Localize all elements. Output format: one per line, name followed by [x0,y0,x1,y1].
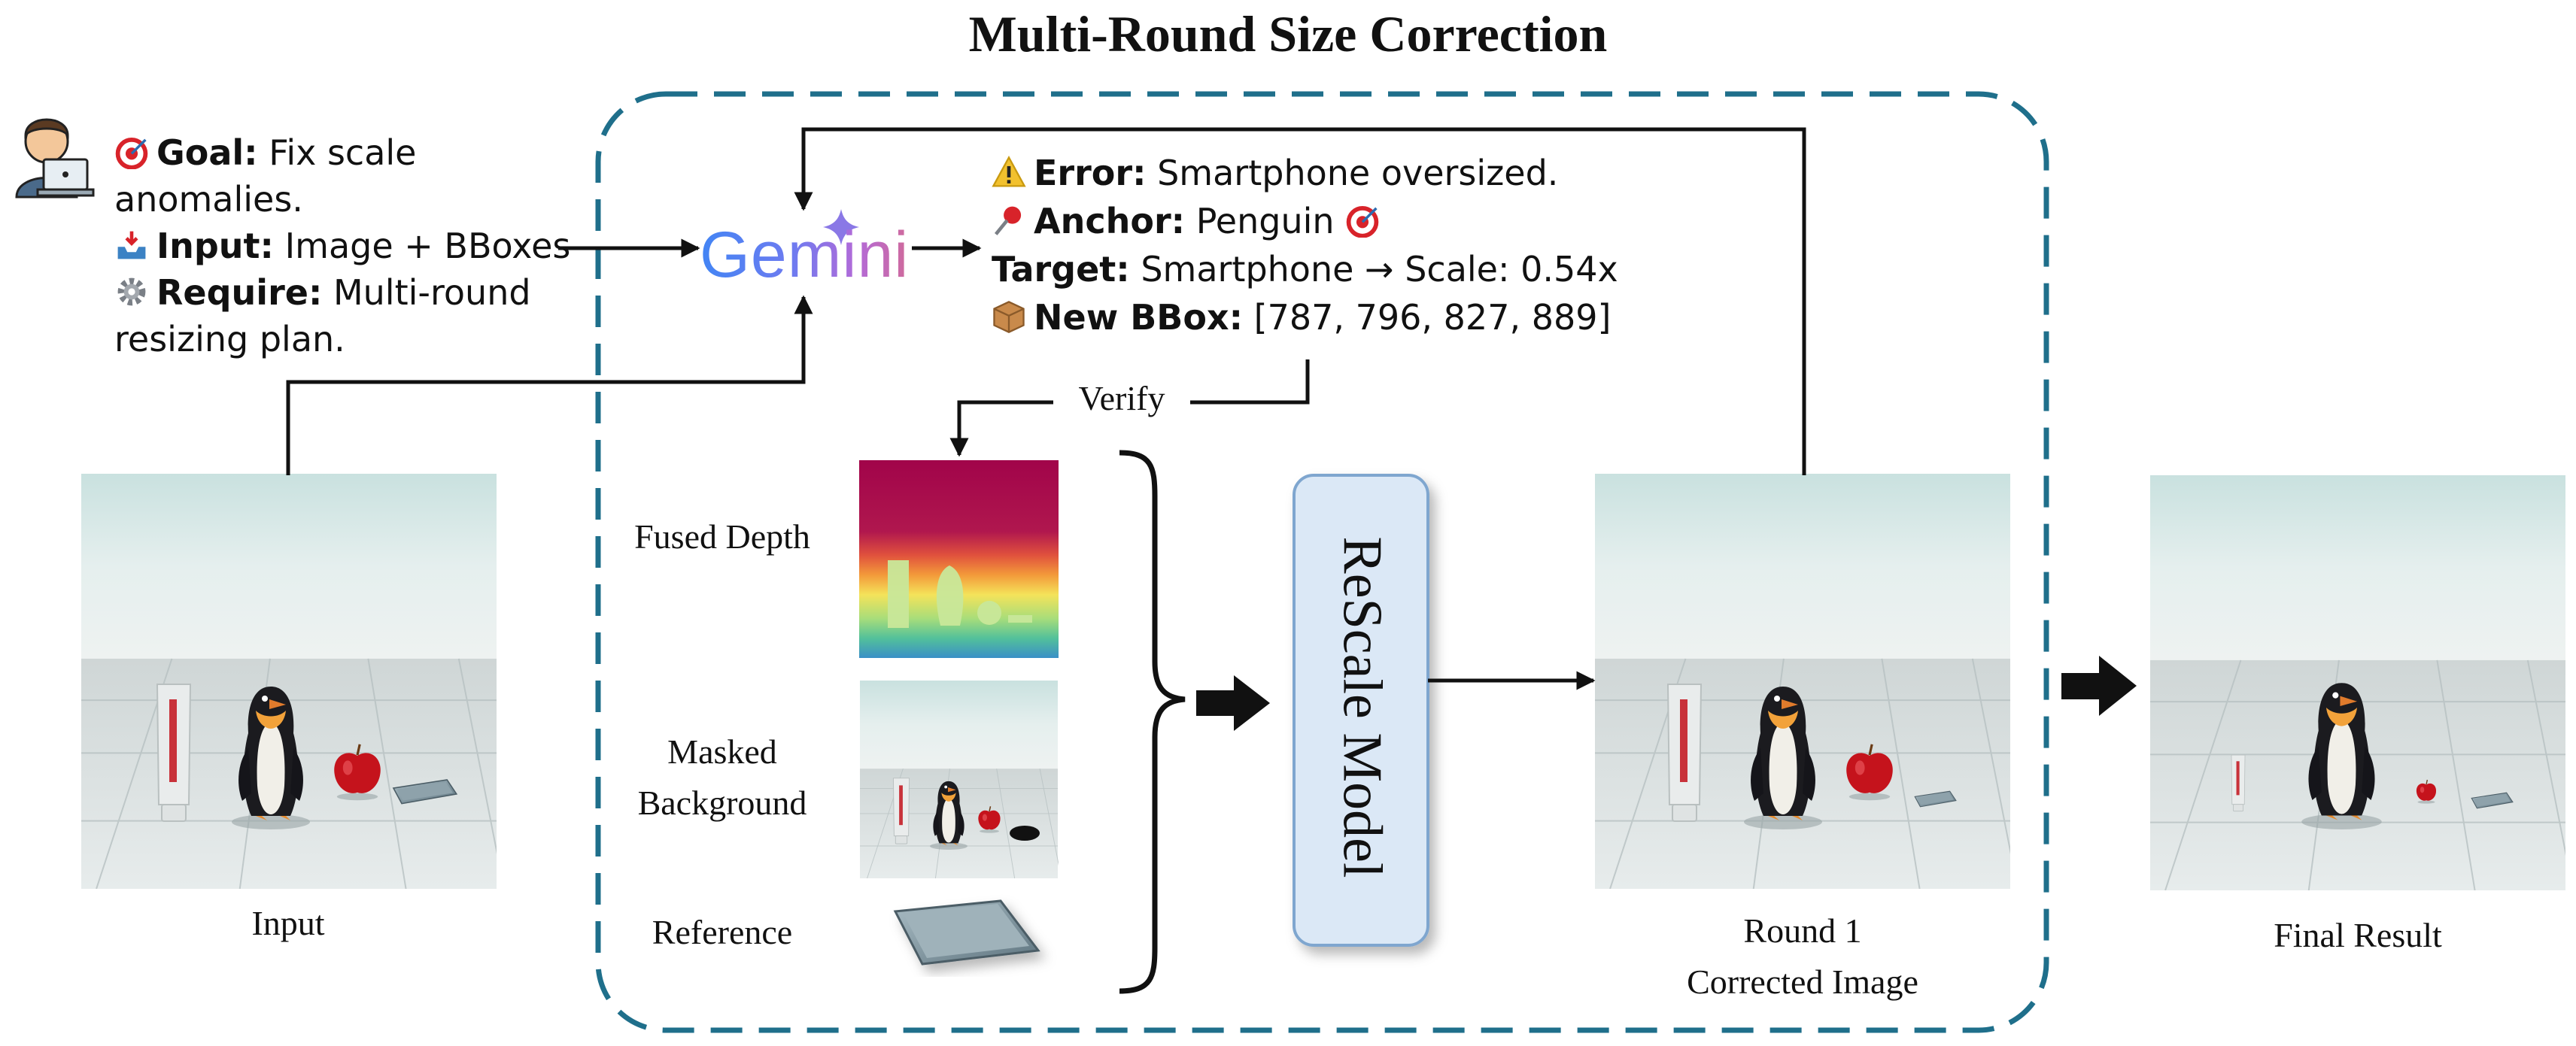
error-text: Smartphone oversized. [1157,153,1559,193]
masked-background-label: Masked Background [637,732,807,822]
reference-label: Reference [652,913,793,951]
reference-phone-thumbnail [893,899,1040,966]
target-label: Target: [992,249,1130,290]
require-label: Require: [156,272,323,313]
bbox-line: New BBox: [787, 796, 827, 889] [992,293,1669,341]
goal-text: Fix scale anomalies. [114,132,417,220]
bold-arrow-to-model [1196,675,1270,731]
round1-caption-line2: Corrected Image [1687,963,1918,1001]
input-label: Input: [156,226,274,266]
goal-label: Goal: [156,132,258,173]
arrow-verify-to-depth [1190,359,1310,405]
verify-label: Verify [1078,379,1165,417]
bbox-text: [787, 796, 827, 889] [1253,297,1612,338]
inbox-tray-icon [117,231,146,259]
target-icon [1346,206,1379,238]
error-label: Error: [1034,153,1147,193]
input-caption: Input [251,904,325,942]
fused-depth-label: Fused Depth [634,517,810,556]
input-text: Image + BBoxes [284,226,571,266]
error-line: Error: Smartphone oversized. [992,149,1669,197]
bbox-label: New BBox: [1034,297,1243,338]
target-icon [115,138,148,169]
masked-background-thumbnail [859,681,1059,878]
require-text: Multi-round resizing plan. [114,272,531,359]
final-result-image [2150,475,2565,890]
user-laptop-icon [15,118,95,199]
pushpin-icon [994,206,1022,235]
bold-arrow-to-final [2061,656,2137,716]
rescale-model-label: ReScale Model [1331,535,1393,878]
package-icon [993,301,1025,333]
require-line: Require: Multi-round resizing plan. [114,269,581,362]
anchor-label: Anchor: [1034,201,1186,241]
diagram-title: Multi-Round Size Correction [968,5,1608,62]
target-text: Smartphone → Scale: 0.54x [1141,249,1618,290]
goal-line: Goal: Fix scale anomalies. [114,129,581,223]
fused-depth-thumbnail [859,460,1059,658]
condition-brace [1119,450,1186,994]
input-image [81,474,497,889]
arrow-feedback-to-gemini [794,127,1806,475]
gemini-output-block: Error: Smartphone oversized. Anchor: Pen… [992,149,1669,341]
rescale-model-box [1293,474,1429,947]
round1-caption-line1: Round 1 [1743,911,1862,950]
anchor-text: Penguin [1195,201,1335,241]
round1-corrected-image [1595,474,2010,889]
prompt-block: Goal: Fix scale anomalies. Input: Image … [114,129,581,362]
sparkle-icon [823,209,859,245]
multi-round-dashed-box [595,91,2049,1033]
gemini-logo: Gemini [700,219,910,291]
rescale-model-label-wrap: ReScale Model [1294,481,1429,932]
arrow-input-to-gemini [286,295,813,475]
arrow-verify-left [949,400,1053,457]
anchor-line: Anchor: Penguin [992,197,1669,245]
gear-icon [117,277,146,306]
input-line: Input: Image + BBoxes [114,223,581,269]
target-line: Target: Smartphone → Scale: 0.54x [992,245,1669,293]
final-caption: Final Result [2274,916,2442,954]
warning-icon [992,156,1026,187]
